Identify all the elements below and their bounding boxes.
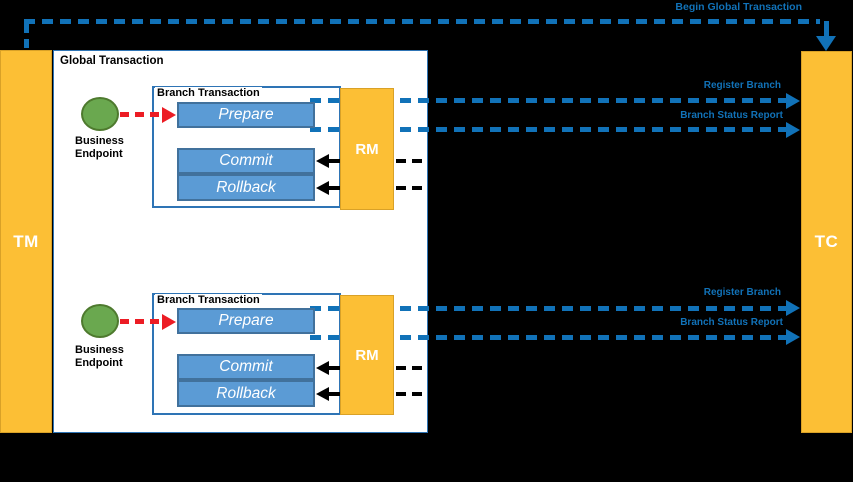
prepare-box-1: Prepare: [177, 102, 315, 128]
rollback-arrow-icon-2: [316, 387, 329, 401]
business-endpoint-icon-2: [81, 304, 119, 338]
begin-global-transaction-label: Begin Global Transaction: [675, 1, 802, 13]
register-branch-arrow-icon-2: [786, 300, 800, 316]
prepare-label-1: Prepare: [218, 106, 274, 123]
branch-transaction-label-1: Branch Transaction: [155, 87, 262, 99]
branch-status-line-2: [310, 335, 786, 340]
commit-arrow-icon-1: [316, 154, 329, 168]
rollback-label-2: Rollback: [216, 384, 276, 402]
invoke-arrow-icon-1: [162, 107, 176, 123]
begin-arrow-down-icon: [816, 36, 836, 51]
branch-status-arrow-icon-1: [786, 122, 800, 138]
branch-status-line-1: [310, 127, 786, 132]
business-endpoint-label-1-line2: Endpoint: [75, 148, 123, 160]
business-endpoint-icon-1: [81, 97, 119, 131]
register-branch-line-1: [310, 98, 786, 103]
begin-line-vertical-segment: [24, 24, 29, 50]
register-branch-arrow-icon-1: [786, 93, 800, 109]
rollback-label-1: Rollback: [216, 178, 276, 196]
rollback-box-2: Rollback: [177, 380, 315, 407]
commit-arrow-icon-2: [316, 361, 329, 375]
rollback-instruction-line-1: [396, 186, 798, 190]
commit-arrow-tail-2: [328, 366, 340, 370]
branch-status-report-label-1: Branch Status Report: [680, 110, 783, 121]
invoke-line-1: [120, 112, 164, 117]
business-endpoint-label-1-line1: Business: [75, 135, 124, 147]
commit-label-2: Commit: [219, 358, 273, 375]
prepare-box-2: Prepare: [177, 308, 315, 334]
business-endpoint-label-2-line2: Endpoint: [75, 357, 123, 369]
commit-box-2: Commit: [177, 354, 315, 380]
business-endpoint-label-2: Business Endpoint: [75, 344, 124, 370]
rm-label-1: RM: [355, 140, 379, 158]
tc-bar: TC: [801, 51, 852, 433]
commit-instruction-line-1: [396, 159, 798, 163]
branch-status-report-label-2: Branch Status Report: [680, 317, 783, 328]
branch-transaction-label-2: Branch Transaction: [155, 294, 262, 306]
rollback-box-1: Rollback: [177, 174, 315, 201]
register-branch-line-2: [310, 306, 786, 311]
rollback-arrow-icon-1: [316, 181, 329, 195]
commit-box-1: Commit: [177, 148, 315, 174]
commit-instruction-line-2: [396, 366, 798, 370]
invoke-line-2: [120, 319, 164, 324]
rm-label-2: RM: [355, 346, 379, 364]
rollback-arrow-tail-2: [328, 392, 340, 396]
rollback-arrow-tail-1: [328, 186, 340, 190]
commit-arrow-tail-1: [328, 159, 340, 163]
rm-box-1: RM: [340, 88, 394, 210]
tc-label: TC: [814, 232, 839, 251]
register-branch-label-2: Register Branch: [703, 287, 781, 298]
business-endpoint-label-2-line1: Business: [75, 344, 124, 356]
commit-label-1: Commit: [219, 152, 273, 169]
begin-line-horizontal: [24, 19, 820, 24]
branch-status-arrow-icon-2: [786, 329, 800, 345]
business-endpoint-label-1: Business Endpoint: [75, 135, 124, 161]
register-branch-label-1: Register Branch: [703, 80, 781, 91]
tm-bar: TM: [0, 50, 52, 433]
rm-box-2: RM: [340, 295, 394, 415]
begin-arrow-stem: [824, 21, 829, 37]
tm-label: TM: [13, 231, 39, 251]
global-transaction-label: Global Transaction: [60, 55, 164, 67]
rollback-instruction-line-2: [396, 392, 798, 396]
prepare-label-2: Prepare: [218, 312, 274, 329]
invoke-arrow-icon-2: [162, 314, 176, 330]
